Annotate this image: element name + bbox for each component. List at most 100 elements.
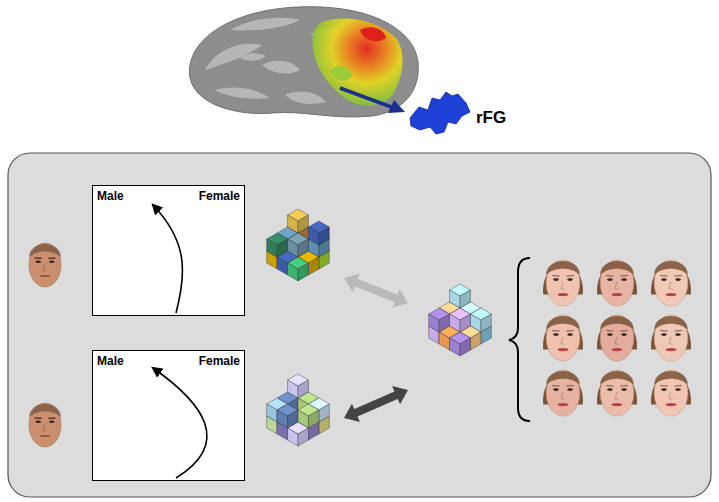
face-eye <box>621 388 627 391</box>
voxel-face <box>450 338 460 356</box>
voxel-face <box>429 314 439 332</box>
voxel-face <box>298 215 308 233</box>
face-eye <box>36 420 41 423</box>
face-eye <box>567 333 573 336</box>
face-brow <box>620 275 628 276</box>
female-face <box>597 315 637 361</box>
voxel-face <box>277 239 287 257</box>
face-hair <box>654 261 688 275</box>
face-mouth <box>558 403 569 406</box>
voxel-face <box>308 227 318 245</box>
voxel-face <box>298 380 308 398</box>
female-face <box>543 370 583 416</box>
voxel-face <box>288 215 298 233</box>
brain-gyrus <box>230 18 300 31</box>
similarity-arrow <box>340 269 411 313</box>
female-face <box>651 260 691 306</box>
female-face <box>543 260 583 306</box>
activation-map <box>313 19 403 106</box>
face-skin <box>29 243 61 287</box>
brain-surface <box>189 7 418 117</box>
face-nose <box>669 392 673 399</box>
voxel-face <box>288 263 298 281</box>
face-skin <box>600 260 634 306</box>
male-face <box>29 403 61 447</box>
voxel-face <box>298 239 308 257</box>
face-nose <box>43 424 47 431</box>
axis-label: Male <box>97 189 124 203</box>
voxel-face <box>319 227 329 245</box>
axis-label: Female <box>199 189 240 203</box>
face-mouth <box>40 435 50 437</box>
face-eye <box>607 333 613 336</box>
voxel-face <box>460 338 470 356</box>
face-brow <box>606 275 614 276</box>
region-label: rFG <box>476 108 506 128</box>
brain-outline <box>189 7 418 117</box>
pointer-arrow-head <box>388 100 405 113</box>
voxel-face <box>308 257 318 275</box>
face-mouth <box>666 348 677 351</box>
voxel-face <box>439 332 449 350</box>
face-brow <box>35 257 42 259</box>
face-brow <box>674 385 682 386</box>
voxel-pattern <box>267 374 330 446</box>
voxel-face <box>439 314 449 332</box>
face-nose <box>669 282 673 289</box>
voxel-face <box>288 239 298 257</box>
face-eye <box>49 420 54 423</box>
face-brow <box>552 275 560 276</box>
face-eye <box>567 388 573 391</box>
face-brow <box>566 385 574 386</box>
face-eye <box>675 278 681 281</box>
face-eye <box>621 278 627 281</box>
face-hair <box>600 371 634 385</box>
face-mouth <box>558 293 569 296</box>
face-skin <box>29 403 61 447</box>
face-hair <box>600 261 634 275</box>
face-brow <box>674 275 682 276</box>
voxel-face <box>319 404 329 422</box>
face-brow <box>660 275 668 276</box>
activation-spot <box>360 27 386 41</box>
face-brow <box>606 330 614 331</box>
face-eye <box>661 388 667 391</box>
face-mouth <box>612 403 623 406</box>
face-brow <box>674 330 682 331</box>
similarity-arrow <box>340 381 412 427</box>
face-brow <box>35 417 42 419</box>
face-mouth <box>612 348 623 351</box>
panel-ground <box>8 153 711 497</box>
female-face <box>597 370 637 416</box>
face-mouth <box>666 403 677 406</box>
brain-gyrus <box>285 91 326 103</box>
voxel-face <box>481 314 491 332</box>
female-face <box>651 315 691 361</box>
voxel-face <box>450 314 460 332</box>
face-eye <box>553 278 559 281</box>
face-skin <box>546 370 580 416</box>
face-nose <box>561 282 565 289</box>
face-brow <box>566 275 574 276</box>
voxel-pattern <box>429 284 492 356</box>
voxel-face <box>288 410 298 428</box>
face-brow <box>660 385 668 386</box>
face-hair <box>600 316 634 330</box>
face-eye <box>607 278 613 281</box>
trajectory-plot: Male Female <box>92 185 245 316</box>
voxel-face <box>288 428 298 446</box>
voxel-face <box>470 314 480 332</box>
face-mouth <box>40 275 50 277</box>
face-eye <box>49 260 54 263</box>
brain-gyrus <box>240 53 266 61</box>
face-brow <box>48 417 55 419</box>
face-skin <box>600 315 634 361</box>
brain-gyrus <box>215 88 270 99</box>
face-nose <box>561 337 565 344</box>
face-brow <box>620 330 628 331</box>
axis-label: Male <box>97 354 124 368</box>
face-hair <box>546 316 580 330</box>
voxel-face <box>277 410 287 428</box>
voxel-face <box>277 257 287 275</box>
